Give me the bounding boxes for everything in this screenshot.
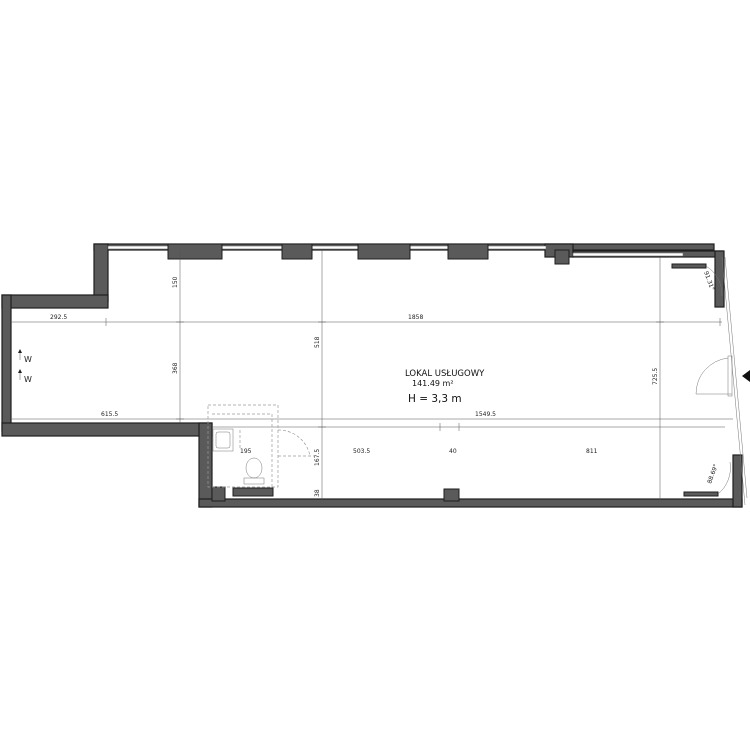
sink-inner xyxy=(215,431,231,449)
facade-right-line-2 xyxy=(724,256,748,499)
dim-195: 195 xyxy=(240,448,252,455)
dim-518: 518 xyxy=(314,336,321,348)
room-height: H = 3,3 m xyxy=(408,393,462,405)
dim-40: 40 xyxy=(449,448,457,455)
window-2 xyxy=(221,245,283,250)
window-swings xyxy=(671,263,731,497)
sink xyxy=(212,428,234,452)
top-pillar-1 xyxy=(167,243,223,260)
dim-725-5: 725.5 xyxy=(652,368,659,385)
dim-1858: 1858 xyxy=(408,314,423,321)
dim-615-5: 615.5 xyxy=(101,411,118,418)
dim-150: 150 xyxy=(172,276,179,288)
bathroom-outline xyxy=(207,404,279,488)
window-1 xyxy=(107,245,169,250)
room-name: LOKAL USŁUGOWY xyxy=(405,369,485,379)
pillar-top-right xyxy=(554,249,570,265)
dim-811: 811 xyxy=(586,448,598,455)
w-marker-2: W xyxy=(24,375,32,384)
window-sash-top xyxy=(671,263,707,269)
top-pillar-4 xyxy=(447,243,489,260)
facade-right-line xyxy=(721,256,746,506)
dimension-lines xyxy=(11,250,733,500)
dim-368: 368 xyxy=(172,362,179,374)
wall-bottom xyxy=(198,498,743,508)
dim-38: 38 xyxy=(314,489,321,497)
w-marker-1: W xyxy=(24,355,32,364)
entrance-arrow xyxy=(742,370,750,382)
window-3 xyxy=(311,245,359,250)
wall-left-upper xyxy=(93,243,109,303)
w-markers: W W xyxy=(18,349,32,384)
top-pillar-3 xyxy=(357,243,411,260)
room-area: 141.49 m² xyxy=(412,379,454,388)
wall-bottom-left xyxy=(1,422,213,437)
wall-left xyxy=(1,294,12,432)
dim-167-5: 167.5 xyxy=(314,449,321,466)
radiator-wc xyxy=(232,487,274,497)
window-6 xyxy=(572,252,684,257)
wall-right-lower xyxy=(732,454,743,508)
pillar-bottom xyxy=(443,488,460,502)
window-4 xyxy=(409,245,449,250)
top-pillars xyxy=(167,243,489,260)
bathroom-door-swing xyxy=(277,429,311,457)
dim-292-5: 292.5 xyxy=(50,314,67,321)
angle-top-right: 91.31° xyxy=(702,270,715,291)
walls xyxy=(1,243,743,508)
toilet-tank xyxy=(243,477,265,485)
window-5 xyxy=(487,245,547,250)
wall-bottom-left-down xyxy=(198,422,213,508)
window-sash-bottom xyxy=(683,491,719,497)
wall-right-upper xyxy=(714,250,725,308)
entrance-door xyxy=(695,355,750,397)
entrance-door-swing xyxy=(695,357,729,395)
dim-503-5: 503.5 xyxy=(353,448,370,455)
top-pillar-2 xyxy=(281,243,313,260)
bathroom xyxy=(207,404,314,488)
dim-1549-5: 1549.5 xyxy=(475,411,496,418)
wall-left-step xyxy=(1,294,109,309)
pillar-wc-left xyxy=(211,486,226,502)
toilet-bowl xyxy=(245,457,263,479)
angle-bottom-right: 88.69° xyxy=(706,463,719,484)
